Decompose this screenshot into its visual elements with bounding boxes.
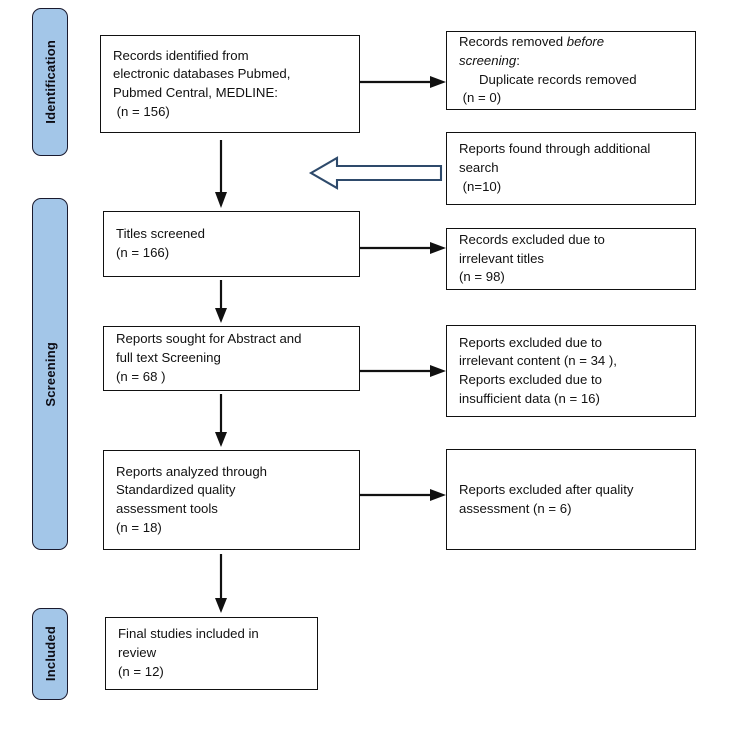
box-final-studies: Final studies included in review (n = 12… [105,617,318,690]
box-line: Duplicate records removed [479,71,637,87]
stage-bar-identification: Identification [32,8,68,156]
box-line: Records excluded due to [459,231,605,247]
arrow-identified-to-removed [360,70,448,94]
box-line: Reports excluded due to [459,334,602,350]
box-reports-additional-search: Reports found through additional search … [446,132,696,205]
stage-label-screening: Screening [42,341,58,407]
box-records-identified: Records identified from electronic datab… [100,35,360,133]
arrow-sought-to-excluded-content [360,359,448,383]
box-line: Records identified from [113,47,249,63]
block-arrow-additional-search-icon [307,155,445,191]
box-line: irrelevant titles [459,250,545,266]
box-line: insufficient data (n = 16) [459,390,600,406]
stage-bar-included: Included [32,608,68,700]
box-line: Titles screened [116,226,205,242]
box-line: screening: [459,52,685,71]
box-reports-excluded-quality: Reports excluded after quality assessmen… [446,449,696,550]
box-line: search [459,160,499,176]
box-line: Reports excluded after quality [459,481,634,497]
box-line: (n = 0) [459,90,502,106]
box-records-excluded-titles: Records excluded due to irrelevant title… [446,228,696,290]
box-line: Records removed before [459,33,685,52]
box-line: Reports excluded due to [459,372,602,387]
records-removed-colon: : [516,52,520,68]
box-titles-screened: Titles screened (n = 166) [103,211,360,277]
box-line: (n = 98) [459,269,505,285]
box-line: (n = 12) [118,663,164,679]
box-line: full text Screening [116,350,221,366]
box-line: (n = 68 ) [116,368,166,384]
arrow-analyzed-to-final [206,552,236,616]
box-line: (n = 18) [116,519,162,535]
records-removed-italic-before: before [566,34,605,50]
box-line: (n = 166) [116,245,170,260]
box-line: Standardized quality [116,482,236,498]
box-reports-sought: Reports sought for Abstract and full tex… [103,326,360,391]
stage-bar-screening: Screening [32,198,68,550]
box-line: Reports sought for Abstract and [116,331,302,347]
box-reports-analyzed: Reports analyzed through Standardized qu… [103,450,360,550]
arrow-titles-to-reports-sought [206,278,236,326]
arrow-identified-to-titles [206,140,236,210]
box-line: assessment (n = 6) [459,500,572,516]
arrow-analyzed-to-excluded-quality [360,483,448,507]
records-removed-italic-screening: screening [459,52,517,68]
stage-label-identification: Identification [42,40,58,124]
box-line: (n=10) [459,178,502,194]
box-line: review [118,645,157,661]
arrow-reports-sought-to-analyzed [206,392,236,450]
stage-label-included: Included [42,626,58,682]
box-line: electronic databases Pubmed, [113,66,291,82]
records-removed-text-1: Records removed [459,34,567,50]
box-line: irrelevant content (n = 34 ), [459,353,617,369]
box-line: Reports analyzed through [116,463,268,479]
box-line: (n = 156) [113,103,170,119]
arrow-titles-to-excluded [360,236,448,260]
box-reports-excluded-content: Reports excluded due to irrelevant conte… [446,325,696,417]
box-line: assessment tools [116,501,218,516]
box-records-removed: Records removed before screening: Duplic… [446,31,696,110]
box-line: Reports found through additional [459,141,651,157]
box-line: Final studies included in [118,626,259,642]
box-line: Pubmed Central, MEDLINE: [113,85,278,100]
